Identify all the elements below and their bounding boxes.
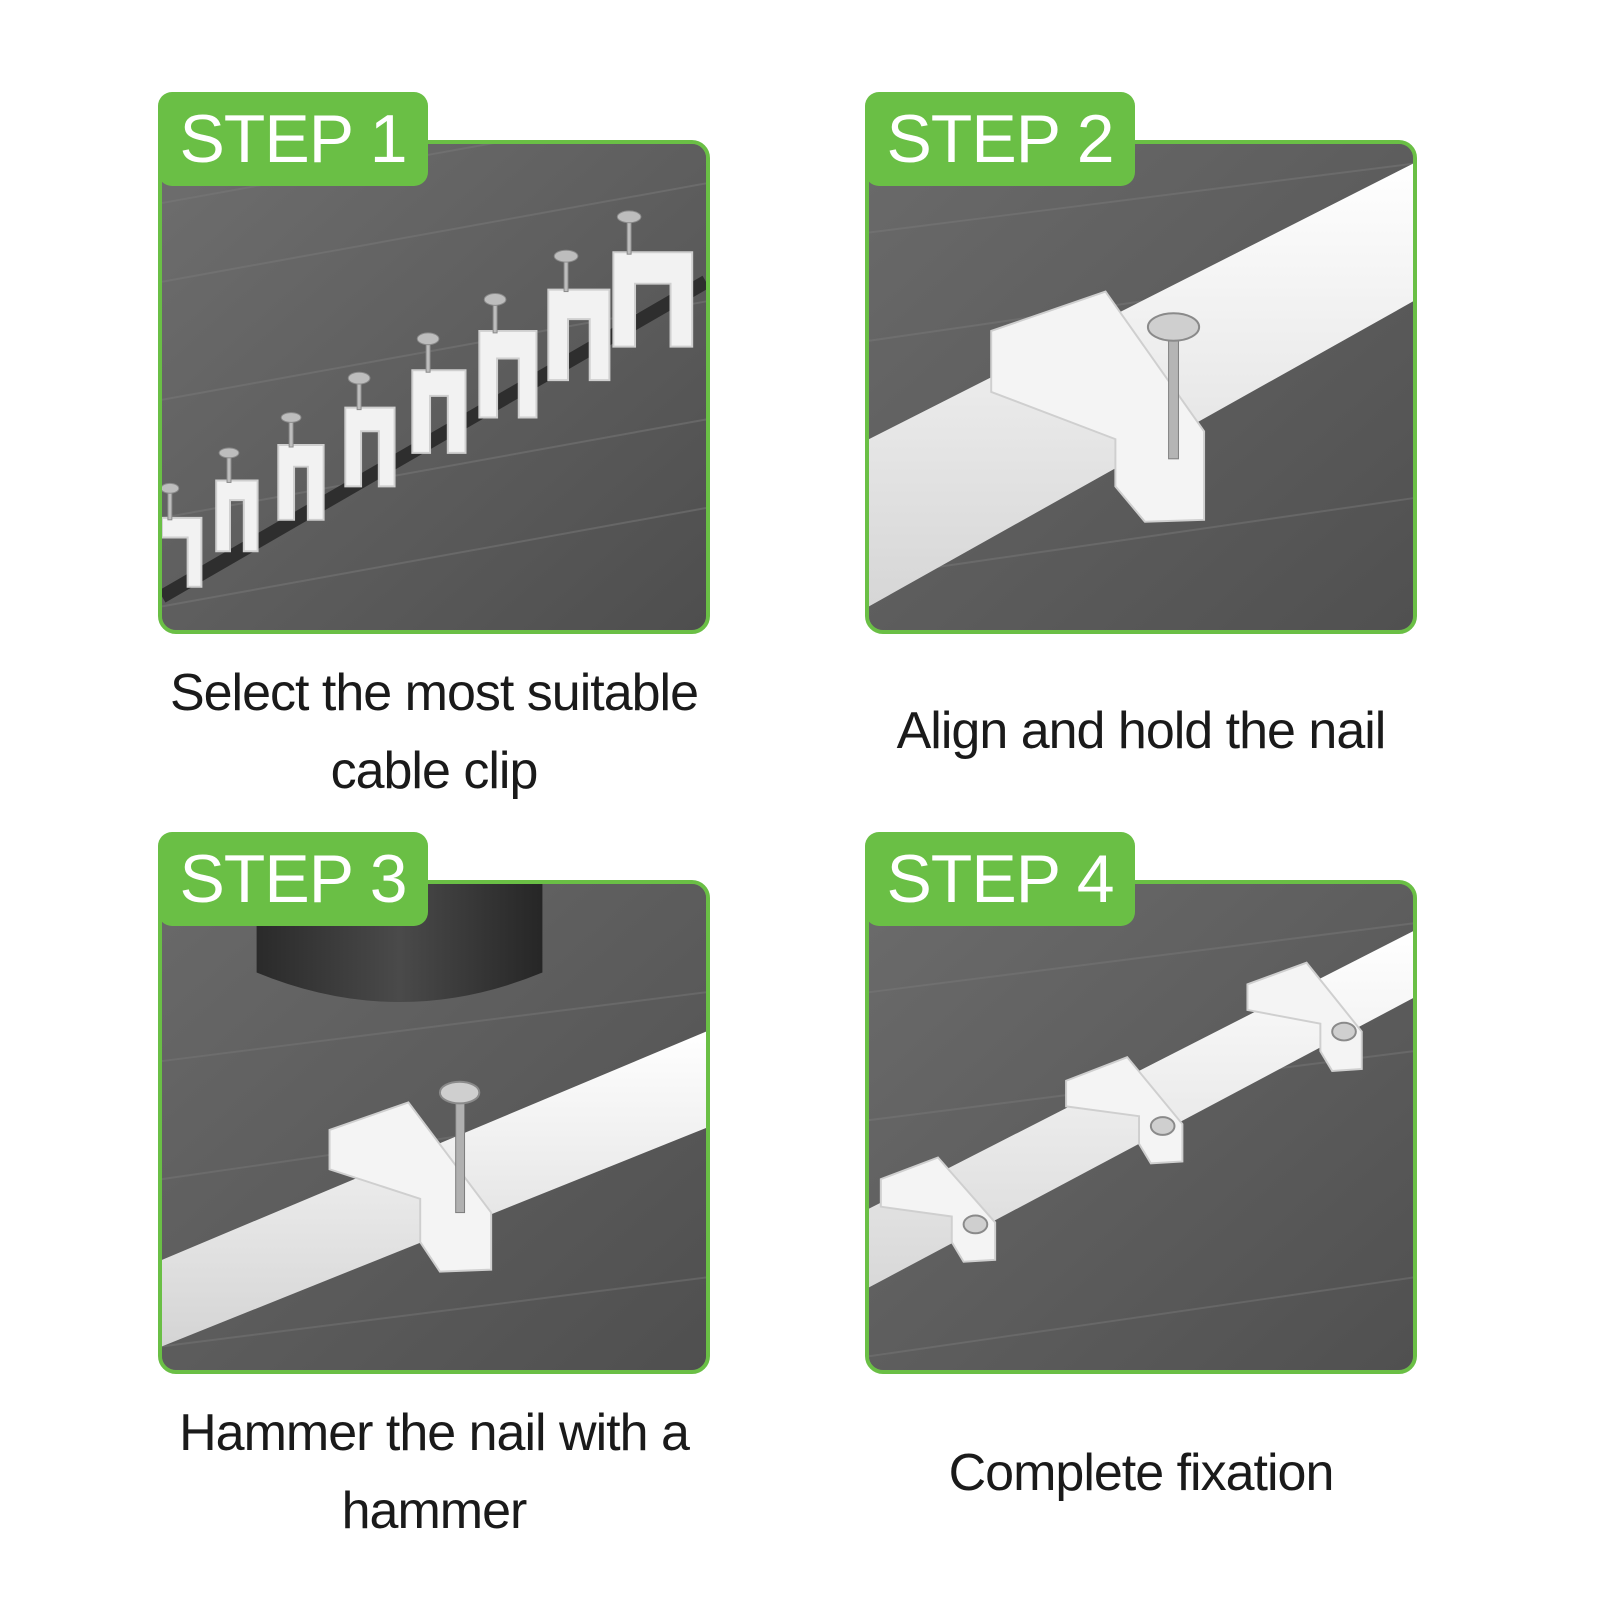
step-3-caption: Hammer the nail with a hammer <box>179 1404 690 1540</box>
step-3-badge <box>158 832 428 926</box>
step-4-photo <box>865 880 1417 1374</box>
step-2-photo <box>865 140 1417 634</box>
step-1-badge-label: STEP 1 <box>179 101 407 177</box>
step-1-badge <box>158 92 428 186</box>
step-4-badge-label: STEP 4 <box>886 841 1114 917</box>
step-1-caption: Select the most suitable cable clip <box>169 664 699 800</box>
step-4-badge <box>865 832 1135 926</box>
clip-with-nail-image <box>869 144 1413 630</box>
step-2-badge <box>865 92 1135 186</box>
step-2-caption: Align and hold the nail <box>896 702 1387 760</box>
step-4-caption: Complete fixation <box>948 1444 1335 1502</box>
hammer-and-nail-image <box>162 884 706 1370</box>
fixed-cable-image <box>869 884 1413 1370</box>
cable-clips-row-image <box>162 144 706 630</box>
step-1-photo <box>158 140 710 634</box>
step-3-photo <box>158 880 710 1374</box>
step-3-badge-label: STEP 3 <box>179 841 407 917</box>
step-2-badge-label: STEP 2 <box>886 101 1114 177</box>
